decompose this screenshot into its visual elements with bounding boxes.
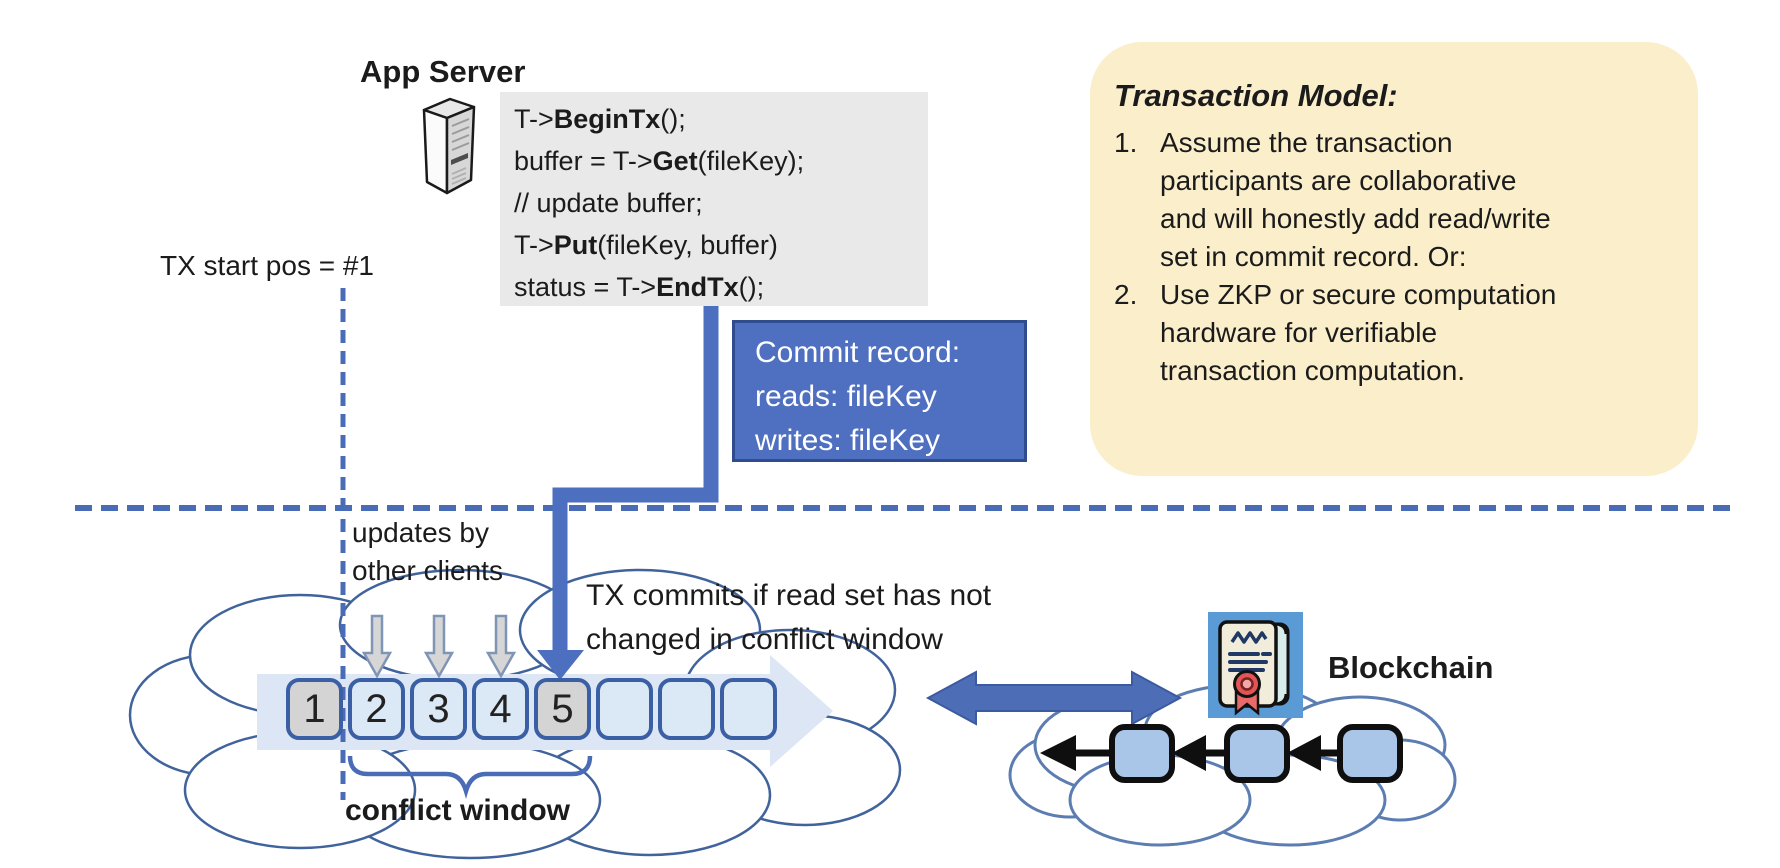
conflict-window-label: conflict window	[345, 794, 570, 827]
commit-record-reads: reads: fileKey	[755, 380, 937, 413]
update-arrow-icon	[423, 614, 455, 679]
transaction-model-title: Transaction Model:	[1114, 78, 1398, 113]
prev-block-arrow-icon	[1040, 735, 1076, 771]
server-icon	[416, 94, 480, 201]
updates-by-other-clients-label: updates by other clients	[352, 517, 503, 586]
code-line: // update buffer;	[514, 188, 703, 218]
prev-block-arrow-icon	[1172, 735, 1206, 771]
prev-block-arrow-icon	[1287, 735, 1321, 771]
shared-log-cloud-icon	[128, 568, 902, 860]
code-line: T->Put(fileKey, buffer)	[514, 230, 778, 260]
tx-start-pos-label: TX start pos = #1	[160, 250, 374, 281]
transaction-model-item-1: 1. Assume the transaction participants a…	[1114, 127, 1551, 272]
transaction-model-note: Transaction Model: 1. Assume the transac…	[1090, 42, 1698, 476]
code-line: buffer = T->Get(fileKey);	[514, 146, 805, 176]
timeline-slot-3: 3	[410, 678, 467, 740]
timeline-slot-2: 2	[348, 678, 405, 740]
commit-record-box: Commit record: reads: fileKey writes: fi…	[732, 320, 1027, 462]
blockchain-blocks	[1040, 724, 1403, 783]
timeline-slot-7	[658, 678, 715, 740]
sync-double-arrow-icon	[925, 670, 1183, 726]
timeline-slot-6	[596, 678, 653, 740]
block-icon	[1109, 724, 1175, 783]
code-line: status = T->EndTx();	[514, 272, 765, 302]
block-icon	[1337, 724, 1403, 783]
timeline-slot-4: 4	[472, 678, 529, 740]
update-arrows	[361, 614, 517, 679]
commit-record-writes: writes: fileKey	[755, 424, 941, 457]
update-arrow-icon	[485, 614, 517, 679]
transaction-code-block: T->BeginTx(); buffer = T->Get(fileKey); …	[500, 92, 928, 306]
app-server-title: App Server	[360, 54, 526, 89]
transaction-model-item-2: 2. Use ZKP or secure computation hardwar…	[1114, 279, 1557, 386]
commit-elbow-arrow-icon	[537, 300, 719, 680]
block-icon	[1224, 724, 1290, 783]
code-line: T->BeginTx();	[514, 104, 686, 134]
timeline-slot-8	[720, 678, 777, 740]
update-arrow-icon	[361, 614, 393, 679]
tx-commits-condition-label: TX commits if read set has not changed i…	[586, 579, 992, 656]
timeline-slot-1: 1	[286, 678, 343, 740]
timeline-slot-5: 5	[534, 678, 591, 740]
ledger-scroll-icon	[1208, 612, 1303, 723]
blockchain-label: Blockchain	[1328, 650, 1494, 685]
commit-record-title: Commit record:	[755, 336, 961, 369]
conflict-window-brace	[347, 755, 593, 799]
